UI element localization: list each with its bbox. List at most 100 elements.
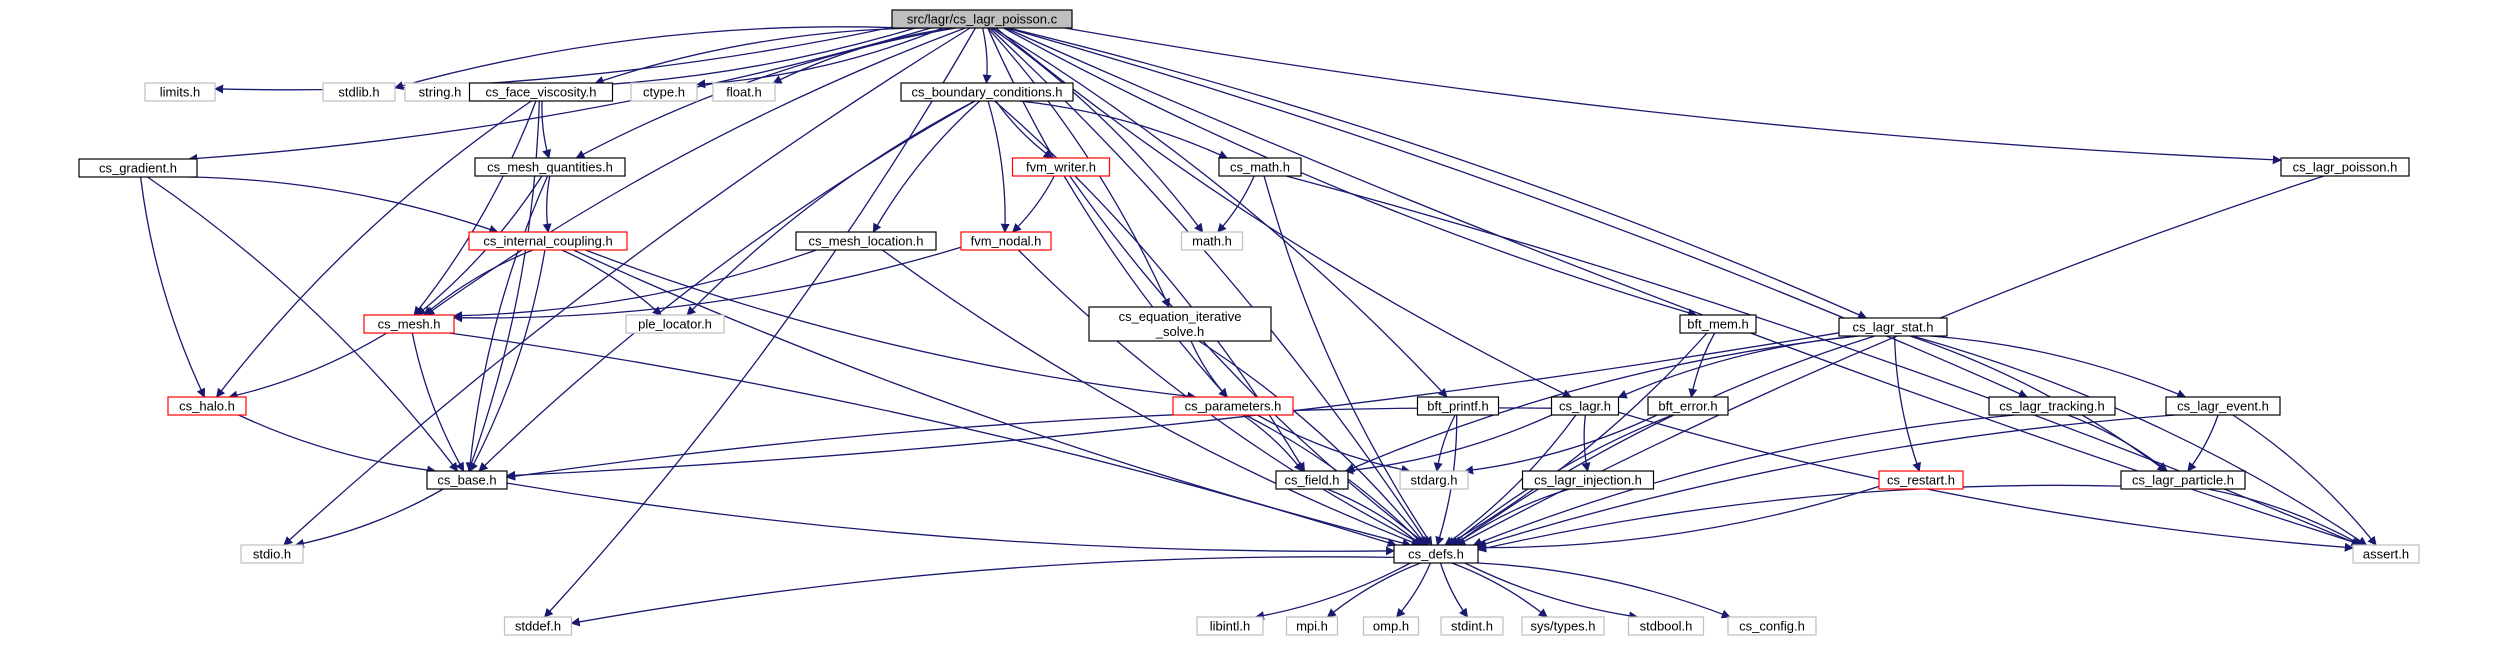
edge-cs_internal_coupling_h-to-ple_locator_h — [561, 249, 662, 316]
edge-cs_lagr_h-to-cs_field_h — [1344, 414, 1553, 475]
edge-cs_gradient_h-to-cs_base_h — [147, 176, 459, 472]
edge-cs_gradient_h-to-cs_internal_coupling_h — [188, 176, 499, 234]
node-box — [322, 82, 396, 102]
edge-cs_gradient_h-to-cs_halo_h — [139, 176, 206, 398]
node-bft-mem-h[interactable]: bft_mem.h — [1679, 314, 1757, 334]
node-label: ple_locator.h — [638, 317, 712, 332]
edge-line — [1477, 414, 2176, 549]
edge-line — [1345, 335, 1859, 472]
edge-root-to-cs_lagr_poisson_h — [1064, 27, 2282, 165]
edge-cs_mesh_h-to-cs_defs_h — [449, 332, 1397, 547]
edge-cs_internal_coupling_h-to-cs_mesh_h — [423, 249, 534, 316]
node-box — [630, 82, 698, 102]
node-cs-parameters-h[interactable]: cs_parameters.h — [1172, 396, 1294, 416]
node-box — [891, 9, 1073, 29]
node-box — [363, 314, 455, 334]
edge-line — [1005, 27, 2364, 547]
edge-cs_lagr_h-to-assert_h — [1618, 411, 2354, 552]
edge-cs_boundary_conditions_h-to-cs_mesh_location_h — [872, 100, 981, 233]
node-label: cs_defs.h — [1408, 547, 1464, 562]
edge-cs_lagr_stat_h-to-cs_field_h — [1345, 335, 1859, 472]
node-bft-printf-h[interactable]: bft_printf.h — [1416, 396, 1500, 416]
edge-cs_face_viscosity_h-to-cs_halo_h — [216, 100, 532, 398]
node-cs-lagr-particle-h[interactable]: cs_lagr_particle.h — [2120, 470, 2246, 490]
node-cs-math-h[interactable]: cs_math.h — [1218, 157, 1302, 177]
node-cs-base-h[interactable]: cs_base.h — [426, 470, 508, 490]
edge-line — [1912, 335, 2368, 546]
edge-cs_lagr_h-to-cs_base_h — [506, 407, 1552, 481]
node-label: cs_halo.h — [179, 399, 235, 414]
node-cs-mesh-h[interactable]: cs_mesh.h — [363, 314, 455, 334]
node-cs-lagr-event-h[interactable]: cs_lagr_event.h — [2165, 396, 2281, 416]
node-stdint-h: stdint.h — [1440, 616, 1504, 636]
edge-line — [1477, 484, 2122, 553]
edge-line — [2187, 414, 2219, 472]
node-label: stdlib.h — [338, 85, 379, 100]
edge-cs_lagr_h-to-cs_defs_h — [1444, 414, 1577, 546]
node-box — [1218, 157, 1302, 177]
edge-cs_lagr_stat_h-to-cs_base_h — [506, 332, 1840, 480]
node-cs-lagr-h[interactable]: cs_lagr.h — [1550, 396, 1620, 416]
edge-cs_face_viscosity_h-to-cs_base_h — [467, 100, 540, 472]
node-label: fvm_nodal.h — [971, 234, 1042, 249]
node-label: limits.h — [160, 85, 200, 100]
node-label: string.h — [419, 85, 462, 100]
edge-cs_face_viscosity_h-to-cs_mesh_quantities_h — [541, 100, 552, 159]
edge-line — [987, 100, 1010, 233]
node-libintl-h: libintl.h — [1196, 616, 1264, 636]
edge-line — [294, 488, 444, 548]
node-cs-lagr-injection-h[interactable]: cs_lagr_injection.h — [1521, 470, 1655, 490]
node-cs-lagr-tracking-h[interactable]: cs_lagr_tracking.h — [1988, 396, 2116, 416]
node-cs-equation-iterative-solve-h[interactable]: cs_equation_iterative_solve.h — [1088, 306, 1272, 342]
node-cs-halo-h[interactable]: cs_halo.h — [167, 396, 247, 416]
edge-root-to-cs_lagr_h — [995, 27, 1572, 398]
node-ple-locator-h: ple_locator.h — [625, 314, 725, 334]
node-box — [712, 82, 776, 102]
edge-line — [1618, 411, 2354, 552]
node-cs-gradient-h[interactable]: cs_gradient.h — [78, 158, 198, 178]
edge-line — [214, 26, 893, 94]
edge-line — [413, 100, 537, 316]
node-bft-error-h[interactable]: bft_error.h — [1647, 396, 1729, 416]
node-cs-internal-coupling-h[interactable]: cs_internal_coupling.h — [468, 231, 628, 251]
node-box — [1440, 616, 1504, 636]
edge-line — [543, 27, 976, 618]
node-cs-restart-h[interactable]: cs_restart.h — [1878, 470, 1964, 490]
edge-cs_defs_h-to-mpi_h — [1326, 562, 1421, 618]
node-cs-mesh-location-h[interactable]: cs_mesh_location.h — [795, 231, 937, 251]
edge-line — [188, 27, 932, 163]
node-box — [1988, 396, 2116, 416]
edge-cs_math_h-to-cs_defs_h — [1263, 175, 1433, 546]
node-fvm-nodal-h[interactable]: fvm_nodal.h — [960, 231, 1052, 251]
node-cs-boundary-conditions-h[interactable]: cs_boundary_conditions.h — [900, 82, 1074, 102]
node-box — [795, 231, 937, 251]
node-cs-defs-h[interactable]: cs_defs.h — [1393, 544, 1479, 564]
edge-line — [1464, 562, 1639, 621]
node-stdio-h: stdio.h — [240, 544, 304, 564]
edge-cs_base_h-to-cs_defs_h — [506, 482, 1395, 556]
node-cs-lagr-poisson-h[interactable]: cs_lagr_poisson.h — [2280, 157, 2410, 177]
edge-cs_mesh_location_h-to-cs_defs_h — [882, 249, 1421, 547]
node-label: cs_internal_coupling.h — [483, 234, 612, 249]
edge-line — [147, 176, 459, 472]
node-box — [1088, 306, 1272, 342]
edge-cs_defs_h-to-stddef_h — [570, 556, 1395, 627]
edge-cs_mesh_h-to-cs_halo_h — [228, 332, 388, 400]
node-limits-h: limits.h — [144, 82, 216, 102]
node-fvm-writer-h[interactable]: fvm_writer.h — [1011, 157, 1111, 177]
edge-line — [542, 175, 552, 233]
node-label: cs_equation_iterative — [1119, 309, 1242, 324]
node-cs-face-viscosity-h[interactable]: cs_face_viscosity.h — [468, 82, 614, 102]
node-cs-field-h[interactable]: cs_field.h — [1275, 470, 1349, 490]
edge-line — [1190, 340, 1228, 398]
node-cs-mesh-quantities-h[interactable]: cs_mesh_quantities.h — [474, 157, 626, 177]
edge-cs_equation_iterative_solve_h-to-cs_parameters_h — [1190, 340, 1228, 398]
edge-cs_defs_h-to-stdbool_h — [1464, 562, 1639, 621]
edge-line — [570, 556, 1395, 627]
edge-line — [506, 407, 1552, 481]
node-box — [2165, 396, 2281, 416]
node-label: cs_mesh.h — [378, 317, 441, 332]
edge-cs_lagr_event_h-to-cs_defs_h — [1477, 414, 2176, 549]
node-sys-types-h: sys/types.h — [1521, 616, 1605, 636]
node-cs-lagr-stat-h[interactable]: cs_lagr_stat.h — [1838, 317, 1948, 337]
